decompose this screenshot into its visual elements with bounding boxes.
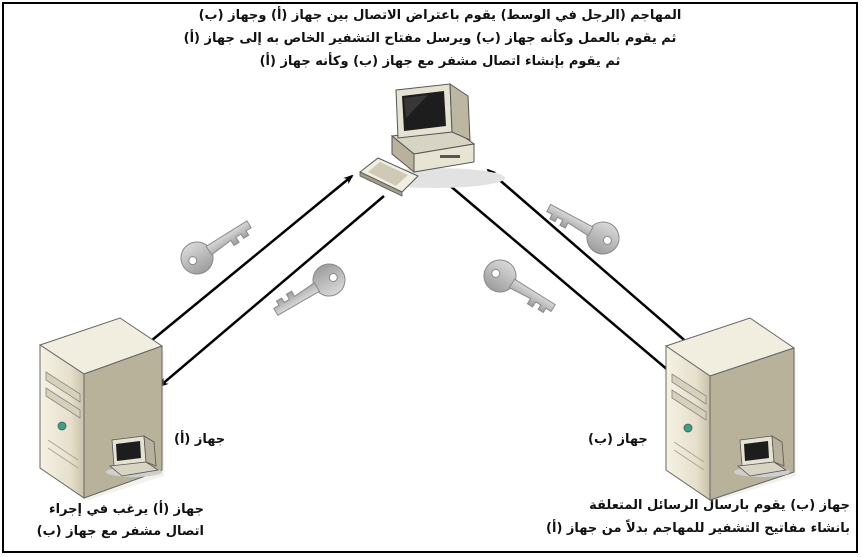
header-line-2: ثم يقوم بالعمل وكأنه جهاز (ب) ويرسل مفتا… xyxy=(183,31,677,46)
device-a-label: جهاز (أ) xyxy=(174,432,226,447)
device-b-desktop-icon xyxy=(734,435,790,477)
device-b-caption-1: جهاز (ب) يقوم بارسال الرسائل المتعلقة xyxy=(589,498,850,513)
arrow-attacker-to-a xyxy=(158,195,385,388)
header-line-3: ثم يقوم بإنشاء اتصال مشفر مع جهاز (ب) وك… xyxy=(259,54,621,69)
attacker-computer-icon xyxy=(359,83,505,197)
arrow-b-to-attacker xyxy=(486,168,691,346)
arrow-attacker-to-b xyxy=(447,183,684,384)
key-icon xyxy=(266,257,352,326)
device-b-label: جهاز (ب) xyxy=(588,432,648,447)
key-icon xyxy=(477,253,562,323)
arrow-a-to-attacker xyxy=(139,174,354,351)
header-line-1: المهاجم (الرجل في الوسط) يقوم باعتراض ال… xyxy=(198,8,682,23)
device-a-caption-2: اتصال مشفر مع جهاز (ب) xyxy=(36,524,204,539)
device-b-caption-2: بانشاء مفاتيح التشفير للمهاجم بدلاً من ج… xyxy=(546,521,850,536)
device-a-desktop-icon xyxy=(106,435,162,477)
key-icon xyxy=(174,211,259,281)
device-a-caption-1: جهاز (أ) يرغب في إجراء xyxy=(48,502,204,517)
